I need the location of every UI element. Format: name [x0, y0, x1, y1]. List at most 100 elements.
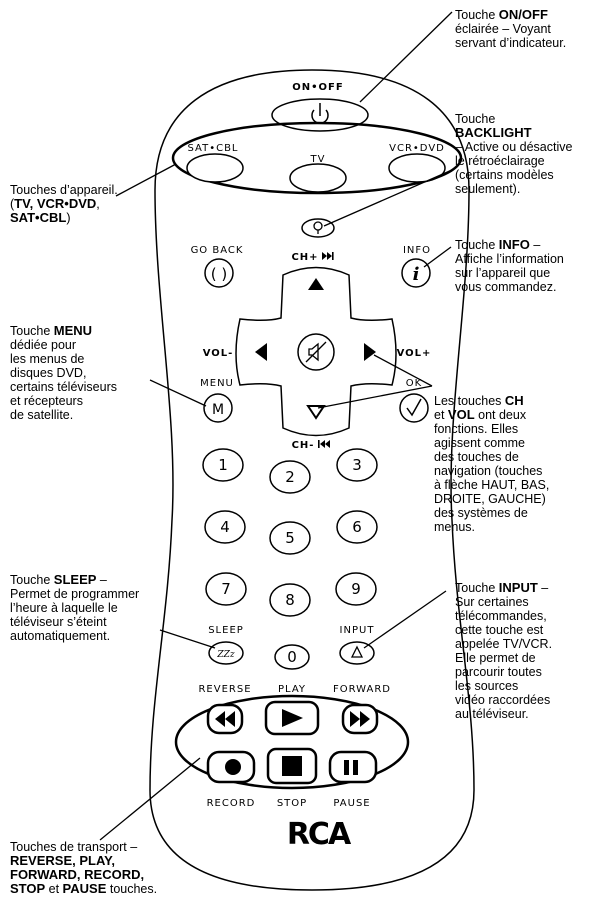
callout-input: Touche INPUT – Sur certaines télécommand… — [455, 580, 553, 722]
go-back-icon: ( ) — [211, 265, 227, 283]
rca-logo: RCA — [287, 817, 352, 852]
leader-vol — [317, 385, 433, 409]
callout-power: Touche ON/OFF éclairée – Voyant servant … — [455, 8, 566, 50]
play-label: PLAY — [278, 684, 306, 695]
sleep-icon: ZZz — [216, 650, 235, 660]
leader-transport — [99, 757, 201, 841]
digit-5-label: 5 — [285, 529, 295, 547]
record-label: RECORD — [207, 798, 256, 809]
digit-1-button[interactable] — [202, 448, 244, 482]
info-label: INFO — [403, 245, 431, 256]
callout-segment: éclairée – Voyant servant d’indicateur. — [455, 22, 567, 50]
ch-down-label: CH- — [292, 440, 315, 451]
callout-segment: – Sur certaines télécommandes, cette tou… — [455, 581, 553, 721]
leader-sleep — [159, 629, 216, 649]
digit-7-button[interactable] — [205, 572, 247, 606]
digit-7-label: 7 — [221, 580, 231, 598]
bulb-icon — [313, 221, 323, 234]
callout-segment: Touche — [455, 581, 499, 595]
info-icon: i — [413, 264, 420, 285]
callout-segment: SAT•CBL — [10, 210, 67, 225]
vol-minus-arrow[interactable] — [255, 343, 267, 361]
callout-segment: , — [96, 197, 100, 211]
skip-prev-icon — [318, 440, 330, 448]
digit-8-label: 8 — [285, 591, 295, 609]
callout-devices: Touches d’appareil. (TV, VCR•DVD, SAT•CB… — [10, 183, 118, 225]
digit-8-button[interactable] — [269, 583, 311, 617]
callout-segment: Touche — [10, 573, 54, 587]
play-icon — [282, 709, 303, 727]
digit-0-button[interactable] — [274, 644, 310, 670]
input-triangle-icon — [350, 645, 364, 658]
callout-info: Touche INFO – Affiche l’information sur … — [455, 238, 564, 295]
go-back-label: GO BACK — [191, 245, 244, 256]
menu-button[interactable] — [203, 393, 233, 423]
callout-backlight: Touche BACKLIGHT – Active ou désactive l… — [455, 112, 572, 196]
vol-plus-label: VOL+ — [397, 348, 432, 359]
stop-label: STOP — [277, 798, 307, 809]
record-icon — [225, 759, 241, 775]
digit-4-button[interactable] — [204, 510, 246, 544]
ch-up-arrow[interactable] — [308, 278, 324, 290]
callout-segment: Touche — [455, 8, 499, 22]
tv-button[interactable] — [289, 163, 347, 193]
digit-5-button[interactable] — [269, 521, 311, 555]
callout-segment: ont deux fonctions. Elles agissent comme… — [434, 408, 550, 534]
digit-3-button[interactable] — [336, 448, 378, 482]
sleep-label: SLEEP — [208, 625, 244, 636]
backlight-button[interactable] — [301, 218, 335, 238]
digit-9-label: 9 — [351, 580, 361, 598]
input-label: INPUT — [340, 625, 375, 636]
callout-segment: et — [45, 882, 63, 896]
rewind-icon — [215, 711, 235, 727]
fast-forward-icon — [350, 711, 370, 727]
callout-segment: – Permet de programmer l’heure à laquell… — [10, 573, 140, 643]
callout-segment: Touches de transport – — [10, 840, 138, 854]
leader-menu — [149, 379, 207, 407]
device-buttons-highlight — [171, 121, 463, 195]
sat-cbl-button[interactable] — [186, 153, 244, 183]
callout-segment: – Affiche l’information sur l’appareil q… — [455, 238, 564, 294]
callout-transport: Touches de transport – REVERSE, PLAY, FO… — [10, 840, 157, 896]
vcr-dvd-label: VCR•DVD — [389, 143, 445, 154]
ch-down-arrow[interactable] — [306, 405, 326, 420]
vol-plus-arrow[interactable] — [364, 343, 376, 361]
go-back-button[interactable] — [204, 258, 234, 288]
ok-label: OK — [406, 378, 422, 389]
remote-body-outline — [149, 69, 475, 891]
leader-power — [359, 11, 453, 103]
digit-2-label: 2 — [285, 468, 295, 486]
forward-label: FORWARD — [333, 684, 391, 695]
ch-up-label: CH+ — [291, 252, 318, 263]
callout-segment: ) — [66, 211, 71, 225]
menu-label: MENU — [200, 378, 234, 389]
digit-0-label: 0 — [287, 648, 297, 666]
digit-9-button[interactable] — [335, 572, 377, 606]
callout-menu: Touche MENU dédiée pour les menus de dis… — [10, 324, 117, 422]
power-label: ON•OFF — [292, 82, 343, 93]
callout-segment: CH — [504, 393, 524, 408]
skip-next-icon — [322, 252, 334, 260]
ok-button[interactable] — [399, 393, 429, 423]
digit-4-label: 4 — [220, 518, 230, 536]
callout-segment: Touche — [455, 238, 499, 252]
callout-segment: Les touches — [434, 394, 505, 408]
callout-segment: MENU — [53, 323, 93, 338]
info-button[interactable] — [401, 258, 431, 288]
leader-devices — [115, 163, 177, 197]
leader-lines — [99, 11, 453, 841]
digit-6-button[interactable] — [336, 510, 378, 544]
callout-segment: INPUT — [498, 580, 538, 595]
vol-minus-label: VOL- — [203, 348, 234, 359]
digit-2-button[interactable] — [269, 460, 311, 494]
callout-segment: PAUSE — [62, 881, 107, 896]
callout-segment: BACKLIGHT — [455, 125, 532, 140]
callout-segment: Touches d’appareil. ( — [10, 183, 118, 211]
tv-label: TV — [310, 154, 326, 165]
vcr-dvd-button[interactable] — [388, 153, 446, 183]
mute-icon — [305, 341, 327, 363]
sleep-button[interactable] — [208, 641, 244, 665]
sat-cbl-label: SAT•CBL — [187, 143, 238, 154]
leader-backlight — [323, 169, 453, 227]
